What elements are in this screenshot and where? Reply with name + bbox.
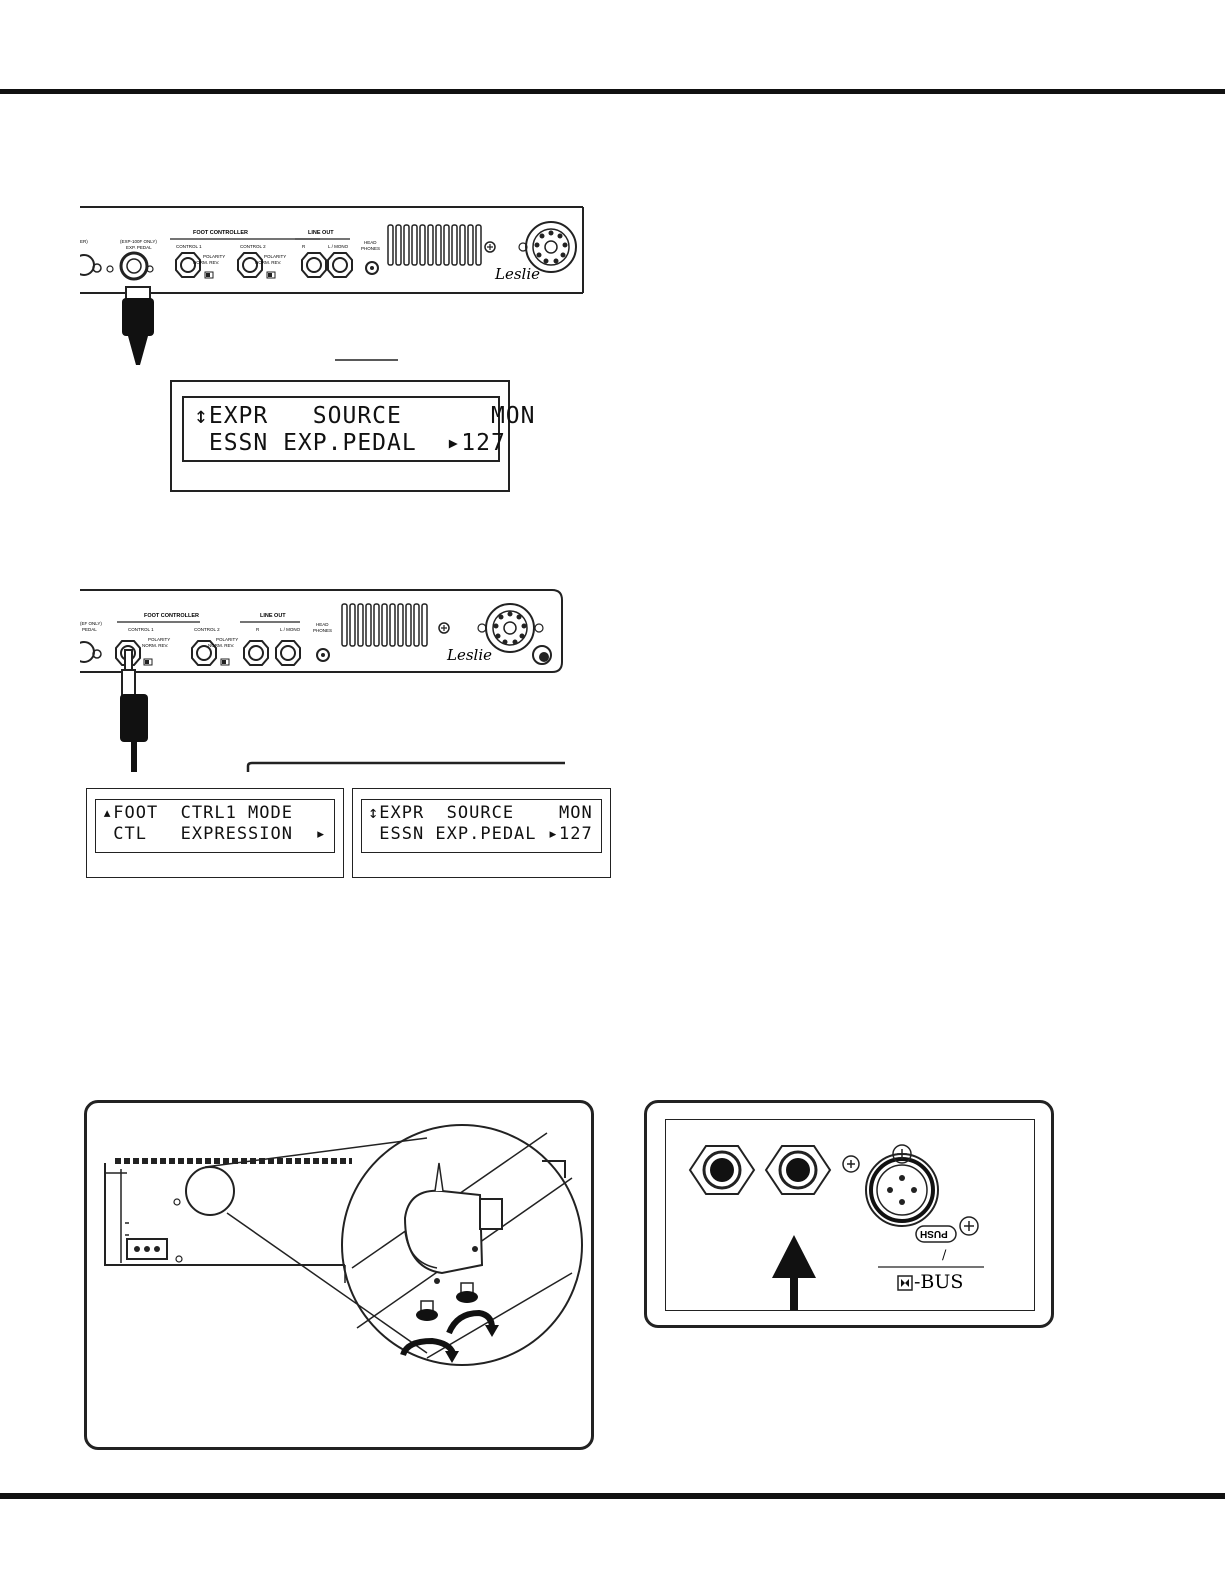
panel1-leslie-logo: Leslie (495, 265, 541, 283)
panel2-lmono-label: L / MONO (280, 627, 301, 632)
vent-slots-2 (341, 603, 428, 647)
panel2-control2-label: CONTROL 2 (194, 627, 220, 632)
control2-jack-2 (191, 640, 217, 666)
panel2-head-label: HEAD (316, 622, 329, 627)
line-out-r-jack-2 (243, 640, 269, 666)
panel2-line-out-label: LINE OUT (260, 613, 286, 619)
lcd-line-2: ESSN EXP.PEDAL ▸127 (194, 430, 506, 456)
control2-jack (237, 252, 263, 278)
panel2-exp-top-label: (EF ONLY) (80, 621, 102, 626)
leslie-11pin-connector-2 (477, 603, 552, 665)
lcd-expr-source-small: ↕EXPR SOURCE MON ESSN EXP.PEDAL ▸127 (352, 788, 611, 878)
screw-knob-1 (416, 1300, 438, 1321)
panel1-normrev2-label: NORM. REV. (255, 260, 282, 265)
lcd-line-1: ↕EXPR SOURCE MON (194, 403, 536, 429)
panel1-control1-label: CONTROL 1 (176, 244, 202, 249)
panel2-leslie-logo: Leslie (447, 646, 493, 664)
xlr-bus-connector (865, 1144, 979, 1243)
panel1-head-label: HEAD (364, 240, 377, 245)
exp-pedal-plug (122, 286, 154, 365)
headphones-jack (365, 261, 379, 275)
rear-panel-drawing (73, 206, 584, 365)
rear-panel-exp-pedal: ER) (EXP-100F ONLY) EXP. PEDAL FOOT CONT… (73, 205, 590, 375)
jack-right (764, 1145, 832, 1195)
top-rule (0, 89, 1225, 94)
panel1-exp-top-label: (EXP-100F ONLY) (120, 239, 157, 244)
bus-panel-inner: PUSH / -BUS (665, 1119, 1035, 1316)
panel1-polarity1-label: POLARITY (203, 254, 226, 259)
rear-panel-foot-controller: (EF ONLY) PEDAL FOOT CONTROLLER CONTROL … (73, 588, 595, 778)
panel1-lmono-label: L / MONO (328, 244, 349, 249)
panel2-polarity1-label: POLARITY (148, 637, 171, 642)
up-arrow (772, 1235, 816, 1316)
leslie-11pin-connector (518, 221, 577, 273)
jack-left (688, 1145, 756, 1195)
lcd-line-1: ↕EXPR SOURCE MON (368, 803, 593, 823)
control1-jack (175, 252, 201, 278)
bus-label: -BUS (914, 1271, 964, 1293)
bus-panel-drawing (688, 1144, 984, 1316)
panel1-r-label: R (302, 244, 306, 249)
panel1-exp-bottom-label: EXP. PEDAL (126, 245, 152, 250)
panel2-control1-label: CONTROL 1 (128, 627, 154, 632)
lcd-expr-source-large: ↕EXPR SOURCE MON ESSN EXP.PEDAL ▸127 (170, 380, 535, 492)
magnified-view (341, 1124, 583, 1366)
pedal-attachment-figure (84, 1100, 594, 1450)
foot-controller-plug (120, 649, 148, 772)
lcd-foot-ctrl-mode: ▴FOOT CTRL1 MODE CTL EXPRESSION ▸ (86, 788, 344, 878)
line-out-l-jack (327, 252, 353, 278)
push-label: PUSH (920, 1228, 948, 1239)
panel1-polarity2-label: POLARITY (264, 254, 287, 259)
headphones-jack-2 (316, 648, 330, 662)
bottom-rule (0, 1493, 1225, 1499)
slash-label: / (942, 1248, 947, 1263)
panel2-r-label: R (256, 627, 260, 632)
bus-connector-figure: PUSH / -BUS (644, 1100, 1054, 1328)
line-out-l-jack-2 (275, 640, 301, 666)
vent-slots (387, 224, 482, 266)
panel1-line-out-label: LINE OUT (308, 230, 334, 236)
panel1-control2-label: CONTROL 2 (240, 244, 266, 249)
panel1-normrev1-label: NORM. REV. (193, 260, 220, 265)
panel2-polarity2-label: POLARITY (216, 637, 239, 642)
panel2-normrev1-label: NORM. REV. (142, 643, 169, 648)
lcd-line-2: ESSN EXP.PEDAL ▸127 (368, 824, 593, 844)
panel1-phones-label: PHONES (361, 246, 381, 251)
panel1-foot-controller-label: FOOT CONTROLLER (193, 230, 248, 236)
panel2-foot-controller-label: FOOT CONTROLLER (144, 613, 199, 619)
lcd-line-1: ▴FOOT CTRL1 MODE (102, 803, 293, 823)
screw-knob-2 (456, 1282, 478, 1303)
panel1-er-label: ER) (80, 239, 88, 244)
lcd-line-2: CTL EXPRESSION ▸ (102, 824, 327, 844)
panel2-phones-label: PHONES (313, 628, 333, 633)
rear-panel-2-drawing (73, 589, 595, 773)
panel2-exp-bottom-label: PEDAL (82, 627, 97, 632)
line-out-r-jack (301, 252, 327, 278)
panel2-normrev2-label: NORM. REV. (208, 643, 235, 648)
pedal-attachment-drawing (104, 1124, 583, 1366)
